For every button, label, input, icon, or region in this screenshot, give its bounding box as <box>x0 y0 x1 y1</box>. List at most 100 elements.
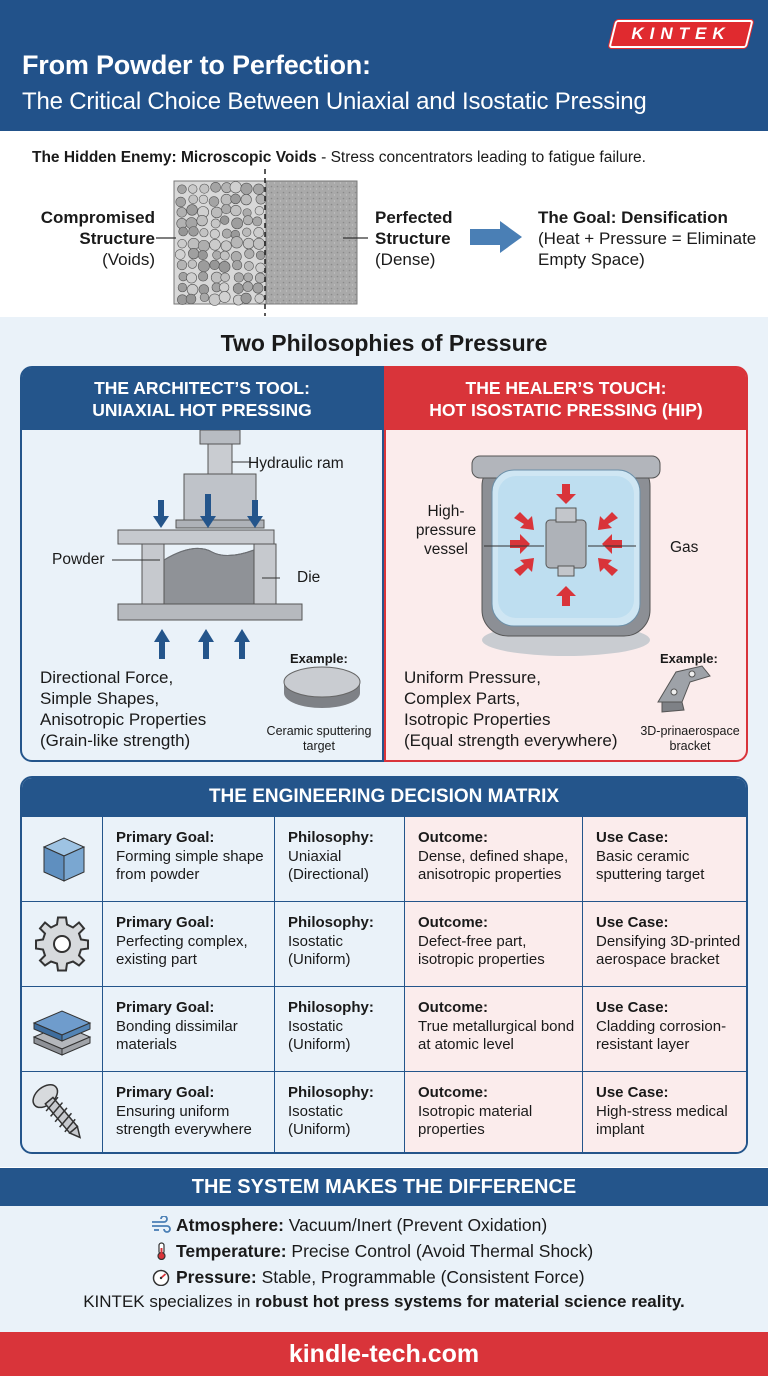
void-particle <box>244 261 254 271</box>
dense-block <box>265 180 358 305</box>
void-particle <box>220 240 232 252</box>
void-particle <box>177 238 187 249</box>
void-particle <box>252 216 263 227</box>
ram-body <box>183 473 257 521</box>
label-gas: Gas <box>670 539 699 556</box>
void-particle <box>212 250 222 260</box>
void-particle <box>186 204 198 216</box>
void-particle <box>208 196 220 207</box>
up-arrows <box>154 629 250 659</box>
void-particle <box>243 215 253 226</box>
system-item-atmosphere: Atmosphere: Vacuum/Inert (Prevent Oxidat… <box>150 1215 547 1236</box>
void-particle <box>242 227 252 237</box>
void-particle <box>254 206 264 216</box>
void-particle <box>244 248 255 259</box>
void-particle <box>253 237 265 250</box>
void-particle <box>220 215 230 225</box>
void-particle <box>254 293 265 304</box>
void-particle <box>197 239 210 252</box>
void-particle <box>198 271 209 282</box>
void-particle <box>240 292 252 304</box>
void-particle <box>219 250 230 261</box>
system-item-temperature: Temperature: Precise Control (Avoid Ther… <box>150 1241 593 1262</box>
void-particle <box>196 214 208 227</box>
void-particle <box>208 293 221 306</box>
void-particle <box>209 259 220 271</box>
void-particle <box>253 227 265 238</box>
uniaxial-card: THE ARCHITECT’S TOOL: UNIAXIAL HOT PRESS… <box>20 366 384 762</box>
isostatic-description: Uniform Pressure, Complex Parts, Isotrop… <box>404 668 618 750</box>
void-particle <box>242 281 254 292</box>
thermometer-icon <box>157 1242 166 1260</box>
uniaxial-card-heading: THE ARCHITECT’S TOOL: UNIAXIAL HOT PRESS… <box>22 368 382 430</box>
void-particle <box>243 272 253 282</box>
system-item-pressure: Pressure: Stable, Programmable (Consiste… <box>150 1267 585 1288</box>
kintek-logo[interactable]: KINTEK <box>608 20 754 48</box>
page-subtitle: The Critical Choice Between Uniaxial and… <box>22 88 647 115</box>
system-footnote: KINTEK specializes in robust hot press s… <box>83 1292 685 1311</box>
void-particle <box>186 272 197 284</box>
void-particle <box>186 283 199 296</box>
void-particle <box>197 250 208 261</box>
void-particle <box>229 181 242 194</box>
void-particle <box>232 283 244 294</box>
void-particle <box>230 193 241 205</box>
void-particle <box>176 259 188 271</box>
uniaxial-description: Directional Force, Simple Shapes, Anisot… <box>40 668 207 750</box>
void-particle <box>220 272 230 283</box>
void-particle <box>209 239 221 251</box>
cube-icon <box>42 837 86 882</box>
void-particle <box>221 204 232 215</box>
ram-rod <box>207 443 233 475</box>
void-particle <box>242 237 255 250</box>
page-title: From Powder to Perfection: <box>22 50 371 80</box>
die-left-wall <box>141 543 165 605</box>
label-powder: Powder <box>52 551 105 568</box>
hip-part <box>545 519 587 569</box>
footer-url-link[interactable]: kindle-tech.com <box>0 1332 768 1376</box>
ram-top <box>199 430 241 445</box>
wind-icon <box>152 1216 171 1233</box>
void-particle <box>188 184 198 194</box>
void-particle <box>218 291 231 303</box>
screw-implant-icon <box>32 1083 82 1139</box>
uniaxial-press-diagram <box>112 430 361 708</box>
void-particle <box>231 217 243 230</box>
isostatic-example-caption: 3D-prinaerospace bracket <box>640 724 740 753</box>
layers-icon <box>32 1010 92 1056</box>
void-particle <box>199 228 209 238</box>
lower-platen <box>117 603 303 621</box>
void-particle <box>240 194 252 206</box>
void-particle <box>255 262 266 273</box>
void-particle <box>211 206 223 219</box>
system-section <box>0 1206 768 1332</box>
void-particle <box>233 272 244 283</box>
label-hydraulic-ram: Hydraulic ram <box>248 455 344 472</box>
uniaxial-example-title: Example: <box>290 651 348 666</box>
void-particle <box>240 182 253 195</box>
table-row: Primary Goal:Ensuring uniform strength e… <box>22 1071 746 1152</box>
void-particle <box>218 261 231 273</box>
voids-block <box>173 180 267 306</box>
voids-section: The Hidden Enemy: Microscopic Voids - St… <box>0 131 768 317</box>
void-particle <box>230 236 243 249</box>
philosophies-title: Two Philosophies of Pressure <box>220 330 548 356</box>
goal-label: The Goal: Densification(Heat + Pressure … <box>538 208 757 269</box>
table-row: Primary Goal:Forming simple shape from p… <box>22 816 746 901</box>
table-row: Primary Goal:Perfecting complex, existin… <box>22 901 746 986</box>
isostatic-card: THE HEALER’S TOUCH: HOT ISOSTATIC PRESSI… <box>384 366 748 762</box>
void-particle <box>188 226 199 237</box>
die-right-wall <box>253 543 277 605</box>
perfected-label: Perfected Structure(Dense) <box>375 208 453 269</box>
upper-platen <box>117 529 275 545</box>
powder-mass <box>163 547 255 605</box>
void-particle <box>219 282 230 293</box>
void-particle <box>252 282 264 294</box>
label-high-pressure-vessel: High-pressure vessel <box>415 503 477 558</box>
void-particle <box>178 226 188 237</box>
hip-vessel-diagram <box>471 455 711 713</box>
uniaxial-example-caption: Ceramic sputtering target <box>266 724 372 753</box>
void-particle <box>177 282 188 293</box>
void-particle <box>210 182 221 193</box>
gauge-icon <box>152 1269 170 1286</box>
